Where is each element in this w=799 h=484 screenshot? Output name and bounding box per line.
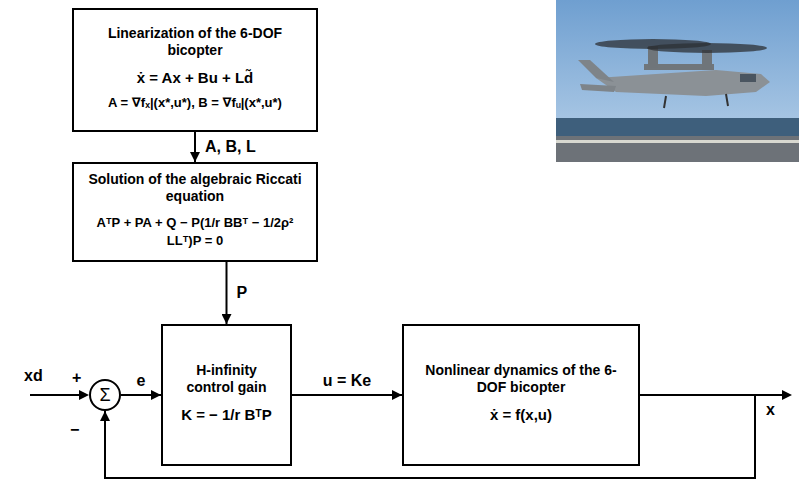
aircraft-photo [556, 0, 799, 162]
edge-label: u = Ke [321, 371, 373, 391]
signal-label: xd [22, 366, 45, 386]
summing-junction: Σ [89, 379, 121, 411]
equation: ẋ = Ax + Bu + Ld̃ [137, 68, 254, 88]
box-heading: Nonlinear dynamics of the 6-DOF bicopter [412, 362, 630, 396]
process-box: Linearization of the 6-DOF bicopter ẋ = A… [72, 8, 318, 132]
sum-symbol: Σ [99, 385, 110, 405]
signal-arrow [226, 262, 228, 324]
output-line [755, 394, 782, 396]
equation: ẋ = f(x,u) [490, 405, 552, 425]
signal-label: x [764, 400, 777, 420]
signal-arrow [194, 132, 196, 162]
process-box: Nonlinear dynamics of the 6-DOF bicopter… [402, 324, 640, 466]
input-line [30, 394, 81, 396]
process-box: H-infinity control gain K = − 1/r BᵀP [161, 324, 292, 466]
signal-label: + [70, 368, 83, 388]
signal-arrow [121, 394, 161, 396]
equation: AᵀP + PA + Q − P(1/r BBᵀ − 1/2ρ² LLᵀ)P =… [82, 214, 308, 250]
edge-label: e [135, 371, 148, 391]
box-heading: H-infinity control gain [171, 362, 282, 396]
box-heading: Solution of the algebraic Riccati equati… [82, 171, 308, 205]
edge-label: A, B, L [203, 137, 258, 157]
process-box: Solution of the algebraic Riccati equati… [72, 162, 318, 262]
output-arrowhead [782, 390, 792, 400]
equation: K = − 1/r BᵀP [181, 405, 272, 425]
input-arrowhead [79, 390, 89, 400]
edge-label: P [235, 283, 250, 303]
signal-label: − [68, 420, 81, 440]
box-heading: Linearization of the 6-DOF bicopter [82, 25, 308, 59]
equation: A = ∇fₓ|(x*,u*), B = ∇fᵤ|(x*,u*) [108, 94, 282, 112]
signal-arrow [292, 394, 402, 396]
